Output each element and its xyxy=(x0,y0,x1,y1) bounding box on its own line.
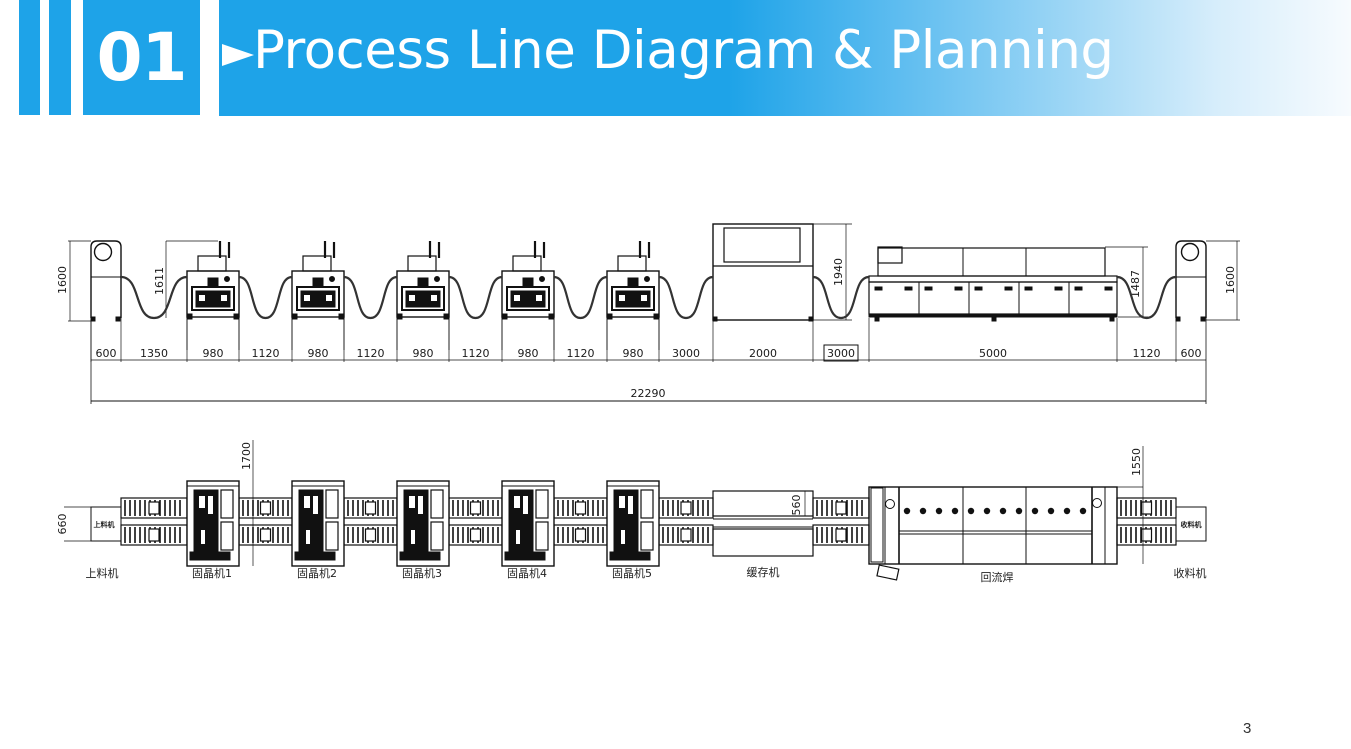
buffer-side: 1940 xyxy=(712,223,852,322)
dim-length: 980 xyxy=(623,347,644,360)
conveyor-side xyxy=(343,275,398,320)
die-bonder-side xyxy=(606,241,660,350)
side-view: 1600 1600 1611 1940 xyxy=(56,223,1240,404)
conveyor-side xyxy=(658,275,714,320)
dim-total-length: 22290 xyxy=(631,387,666,400)
arrow-icon xyxy=(222,44,254,66)
dim-length: 1120 xyxy=(1133,347,1161,360)
dim-length: 2000 xyxy=(749,347,777,360)
reflow-side: 1487 xyxy=(868,246,1148,322)
title-bar: Process Line Diagram & Planning xyxy=(219,0,1351,116)
machine-label: 缓存机 xyxy=(747,565,780,579)
dim-length: 1120 xyxy=(357,347,385,360)
conveyor-side xyxy=(238,275,293,320)
conveyor-top xyxy=(343,524,398,546)
machine-label: 回流焊 xyxy=(981,570,1014,584)
conveyor-side xyxy=(120,275,188,320)
machine-label: 上料机 xyxy=(86,566,119,580)
unloader-inner-label: 收料机 xyxy=(1181,520,1202,529)
machine-label: 固晶机3 xyxy=(402,566,442,580)
conveyor-top xyxy=(658,497,714,519)
die-bonder-side xyxy=(396,241,450,350)
loader-inner-label: 上料机 xyxy=(94,520,115,529)
length-dimensions: 600 1350 980 1120 980 1120 980 1120 980 1120 980 30… xyxy=(90,318,1206,362)
dim-bonder-width: 1700 xyxy=(240,442,253,470)
loader-side: 1600 xyxy=(56,240,122,322)
dim-buffer-width: 560 xyxy=(790,495,803,516)
die-bonder-top xyxy=(291,480,345,567)
section-number: 01 xyxy=(96,19,188,96)
machine-label: 固晶机1 xyxy=(192,566,232,580)
header-accent-bar xyxy=(49,0,71,115)
dim-loader-width: 660 xyxy=(56,514,69,535)
machine-label: 固晶机5 xyxy=(612,566,652,580)
dim-length: 1120 xyxy=(252,347,280,360)
dim-length: 3000 xyxy=(672,347,700,360)
die-bonder-side xyxy=(501,241,555,350)
conveyor-top xyxy=(238,497,293,519)
dim-loader-height: 1600 xyxy=(56,266,69,294)
dim-unloader-height: 1600 xyxy=(1224,266,1237,294)
conveyor-top xyxy=(553,497,608,519)
die-bonder-top xyxy=(396,480,450,567)
conveyor-side xyxy=(448,275,503,320)
conveyor-side xyxy=(1116,275,1177,320)
dim-highlight-box xyxy=(823,344,859,362)
dim-length: 1350 xyxy=(140,347,168,360)
die-bonder-top xyxy=(501,480,555,567)
conveyor-top xyxy=(1116,497,1177,519)
conveyor-top xyxy=(448,497,503,519)
die-bonders-top xyxy=(186,480,660,567)
conveyor-top xyxy=(238,524,293,546)
dim-length: 600 xyxy=(96,347,117,360)
dim-length: 980 xyxy=(518,347,539,360)
page-number: 3 xyxy=(1243,720,1252,737)
conveyor-top xyxy=(553,524,608,546)
die-bonder-top xyxy=(186,480,240,567)
header-accent-bar xyxy=(19,0,40,115)
dim-length: 1120 xyxy=(462,347,490,360)
machine-label: 固晶机2 xyxy=(297,566,337,580)
conveyor-top xyxy=(448,524,503,546)
die-bonder-side xyxy=(186,241,240,350)
page-title: Process Line Diagram & Planning xyxy=(253,20,1114,81)
dim-length: 980 xyxy=(308,347,329,360)
dim-buffer-height: 1940 xyxy=(832,258,845,286)
dim-length: 980 xyxy=(203,347,224,360)
dim-length: 1120 xyxy=(567,347,595,360)
conveyor-side xyxy=(812,275,870,320)
die-bonder-side xyxy=(291,241,345,350)
top-view: 上料机 660 收料机 1700 560 xyxy=(56,440,1207,584)
machine-label: 固晶机4 xyxy=(507,566,547,580)
dim-bonder-height: 1611 xyxy=(153,267,166,295)
dim-reflow-width: 1550 xyxy=(1130,448,1143,476)
conveyor-side xyxy=(553,275,608,320)
conveyor-top xyxy=(343,497,398,519)
machine-label: 收料机 xyxy=(1174,566,1207,580)
conveyor-top xyxy=(120,524,188,546)
dim-length: 5000 xyxy=(979,347,1007,360)
dim-length: 980 xyxy=(413,347,434,360)
die-bonder-top xyxy=(606,480,660,567)
dim-length: 3000 xyxy=(827,347,855,360)
unloader-side: 1600 xyxy=(1175,240,1240,322)
conveyor-top xyxy=(812,497,870,519)
conveyor-top xyxy=(658,524,714,546)
dim-reflow-height: 1487 xyxy=(1129,270,1142,298)
conveyor-top xyxy=(1116,524,1177,546)
conveyor-top xyxy=(812,524,870,546)
conveyor-top xyxy=(120,497,188,519)
section-number-box: 01 xyxy=(83,0,200,115)
dim-length: 600 xyxy=(1181,347,1202,360)
reflow-top: 1550 xyxy=(868,446,1144,581)
die-bonders-side xyxy=(186,241,660,350)
